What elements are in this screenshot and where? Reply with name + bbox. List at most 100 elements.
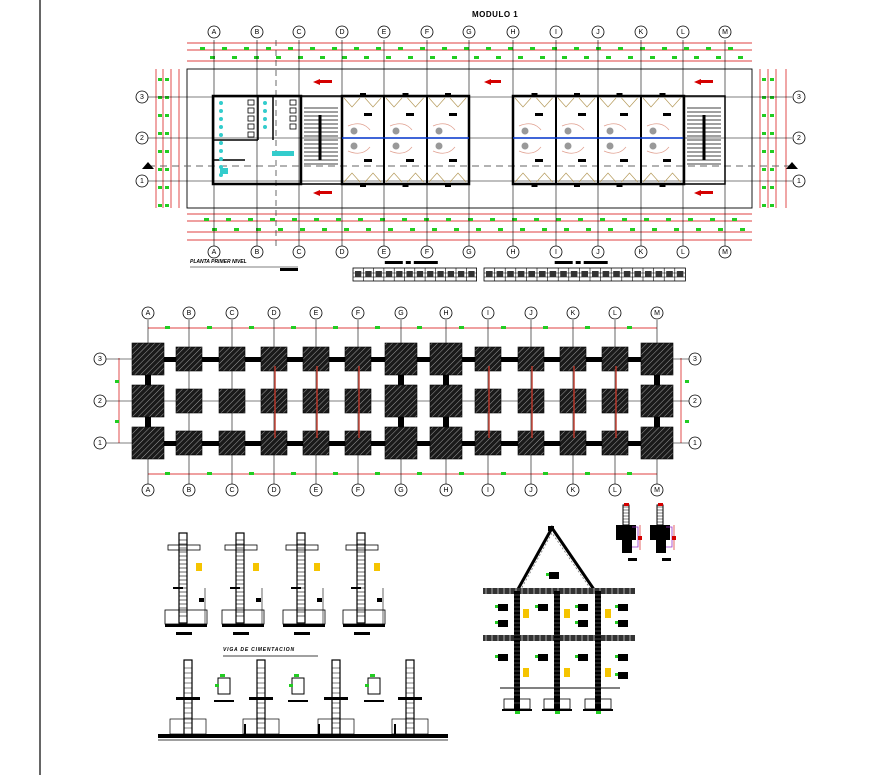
svg-text:M: M	[722, 249, 728, 256]
grid-bubble-B: B	[250, 245, 264, 259]
svg-text:D: D	[339, 249, 344, 256]
svg-text:K: K	[571, 310, 576, 317]
grid-bubble-L: L	[608, 483, 622, 497]
grid-bubble-G: G	[394, 483, 408, 497]
grid-bubble-C: C	[225, 306, 239, 320]
grid-bubble-D: D	[267, 306, 281, 320]
svg-text:E: E	[382, 249, 387, 256]
footing	[175, 430, 203, 456]
svg-text:K: K	[639, 249, 644, 256]
footing	[384, 342, 418, 376]
grid-bubble-1: 1	[688, 436, 702, 450]
grid-bubble-D: D	[267, 483, 281, 497]
bathroom-block	[211, 94, 303, 186]
svg-text:1: 1	[693, 440, 697, 447]
grid-bubble-1: 1	[792, 174, 806, 188]
svg-text:E: E	[314, 310, 319, 317]
grid-bubble-H: H	[506, 245, 520, 259]
column-detail	[164, 532, 208, 635]
drawing-title: MODULO 1	[472, 10, 519, 19]
grid-bubble-L: L	[608, 306, 622, 320]
svg-text:G: G	[398, 310, 403, 317]
footing	[344, 430, 372, 456]
section-arrow-icon	[786, 162, 798, 169]
plan-label: PLANTA PRIMER NIVEL	[190, 259, 247, 265]
grid-bubble-C: C	[292, 245, 306, 259]
schedule-table	[352, 261, 477, 282]
column-footing-details	[164, 532, 386, 635]
footing	[601, 430, 629, 456]
svg-text:M: M	[722, 29, 728, 36]
column-detail	[221, 532, 265, 635]
svg-text:B: B	[255, 29, 260, 36]
schedule-table	[483, 261, 686, 282]
footing	[344, 388, 372, 414]
svg-text:H: H	[510, 29, 515, 36]
grid-bubble-A: A	[141, 306, 155, 320]
footing	[384, 426, 418, 460]
svg-text:F: F	[425, 29, 429, 36]
footing	[601, 346, 629, 372]
svg-text:F: F	[425, 249, 429, 256]
svg-text:A: A	[146, 487, 151, 494]
grid-bubble-A: A	[207, 25, 221, 39]
grid-bubble-L: L	[676, 245, 690, 259]
footing	[218, 388, 246, 414]
grid-bubble-3: 3	[688, 352, 702, 366]
svg-text:3: 3	[140, 94, 144, 101]
svg-text:2: 2	[693, 398, 697, 405]
section-arrow-icon	[142, 162, 154, 169]
grid-bubble-M: M	[650, 306, 664, 320]
svg-text:1: 1	[140, 178, 144, 185]
grid-bubble-H: H	[439, 306, 453, 320]
svg-text:J: J	[596, 29, 600, 36]
svg-text:G: G	[398, 487, 403, 494]
grid-bubble-2: 2	[792, 131, 806, 145]
grid-bubble-I: I	[549, 25, 563, 39]
grid-bubble-F: F	[420, 245, 434, 259]
building-section	[483, 525, 635, 714]
grid-bubble-B: B	[182, 306, 196, 320]
grid-bubble-J: J	[524, 483, 538, 497]
svg-text:3: 3	[797, 94, 801, 101]
svg-text:H: H	[510, 249, 515, 256]
footing	[344, 346, 372, 372]
footing	[302, 388, 330, 414]
grid-bubble-G: G	[394, 306, 408, 320]
svg-text:J: J	[529, 310, 533, 317]
svg-text:D: D	[339, 29, 344, 36]
grid-bubble-E: E	[377, 25, 391, 39]
footing	[260, 430, 288, 456]
footing	[559, 430, 587, 456]
grid-bubble-G: G	[462, 25, 476, 39]
svg-text:H: H	[443, 310, 448, 317]
footing	[474, 388, 502, 414]
svg-text:D: D	[271, 310, 276, 317]
svg-text:2: 2	[98, 398, 102, 405]
svg-text:L: L	[681, 249, 685, 256]
classrooms-right	[511, 93, 686, 187]
scale-bar	[280, 268, 298, 271]
grid-bubble-1: 1	[93, 436, 107, 450]
footing	[474, 346, 502, 372]
svg-text:F: F	[356, 487, 360, 494]
grid-bubble-M: M	[650, 483, 664, 497]
grid-bubble-M: M	[718, 25, 732, 39]
svg-text:A: A	[146, 310, 151, 317]
grid-bubble-K: K	[634, 245, 648, 259]
stair-left	[300, 95, 343, 185]
grid-bubble-E: E	[309, 483, 323, 497]
grid-bubble-K: K	[634, 25, 648, 39]
grid-bubble-K: K	[566, 306, 580, 320]
svg-text:G: G	[466, 29, 471, 36]
grid-bubble-2: 2	[135, 131, 149, 145]
svg-text:J: J	[529, 487, 533, 494]
footing	[429, 384, 463, 418]
footing	[517, 346, 545, 372]
grid-bubble-D: D	[335, 245, 349, 259]
grid-bubble-F: F	[351, 306, 365, 320]
svg-text:C: C	[229, 310, 234, 317]
grid-bubble-M: M	[718, 245, 732, 259]
